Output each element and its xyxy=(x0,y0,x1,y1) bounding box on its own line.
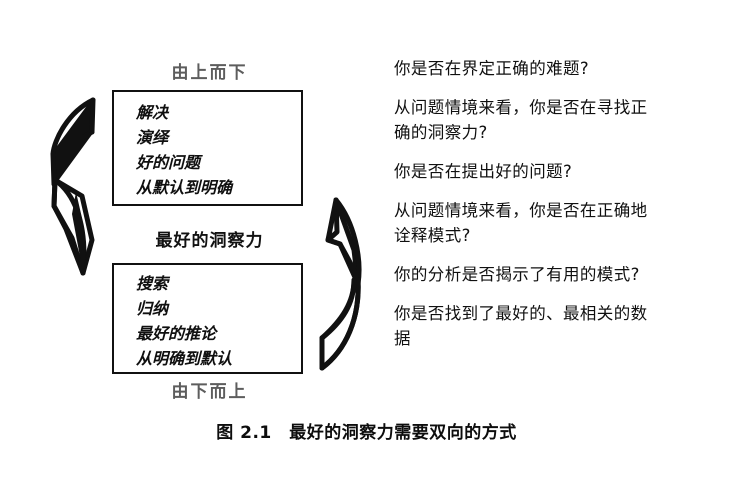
list-item: 搜索 xyxy=(136,274,169,293)
list-item: 归纳 xyxy=(136,299,169,318)
list-item: 从明确到默认 xyxy=(136,349,233,368)
figure-caption: 图 2.1 最好的洞察力需要双向的方式 xyxy=(216,423,517,443)
best-insight-label: 最好的洞察力 xyxy=(155,231,264,251)
list-item: 演绎 xyxy=(136,128,169,147)
bottom-up-process-box: 搜索 归纳 最好的推论 从明确到默认 xyxy=(112,263,303,374)
question-item: 从问题情境来看，你是否在寻找正确的洞察力? xyxy=(394,98,648,142)
top-down-item-list: 解决 演绎 好的问题 从默认到明确 xyxy=(114,92,301,200)
question-item: 你的分析是否揭示了有用的模式? xyxy=(394,265,640,284)
left-cycle-arrow-icon xyxy=(42,88,120,292)
bottom-up-item-list: 搜索 归纳 最好的推论 从明确到默认 xyxy=(114,265,301,371)
question-item: 你是否找到了最好的、最相关的数据 xyxy=(394,304,648,348)
list-item: 好的问题 xyxy=(136,153,201,172)
right-cycle-arrow-icon xyxy=(310,192,386,392)
list-item: 最好的推论 xyxy=(136,324,217,343)
list-item: 从默认到明确 xyxy=(136,178,233,197)
top-down-process-box: 解决 演绎 好的问题 从默认到明确 xyxy=(112,90,303,206)
question-list: 你是否在界定正确的难题? 从问题情境来看，你是否在寻找正确的洞察力? 你是否在提… xyxy=(394,56,662,351)
list-item: 解决 xyxy=(136,103,169,122)
question-item: 从问题情境来看，你是否在正确地诠释模式? xyxy=(394,201,648,245)
bottom-direction-label: 由下而上 xyxy=(171,382,248,402)
question-item: 你是否在提出好的问题? xyxy=(394,162,573,181)
top-direction-label: 由上而下 xyxy=(171,63,248,83)
question-item: 你是否在界定正确的难题? xyxy=(394,59,590,78)
